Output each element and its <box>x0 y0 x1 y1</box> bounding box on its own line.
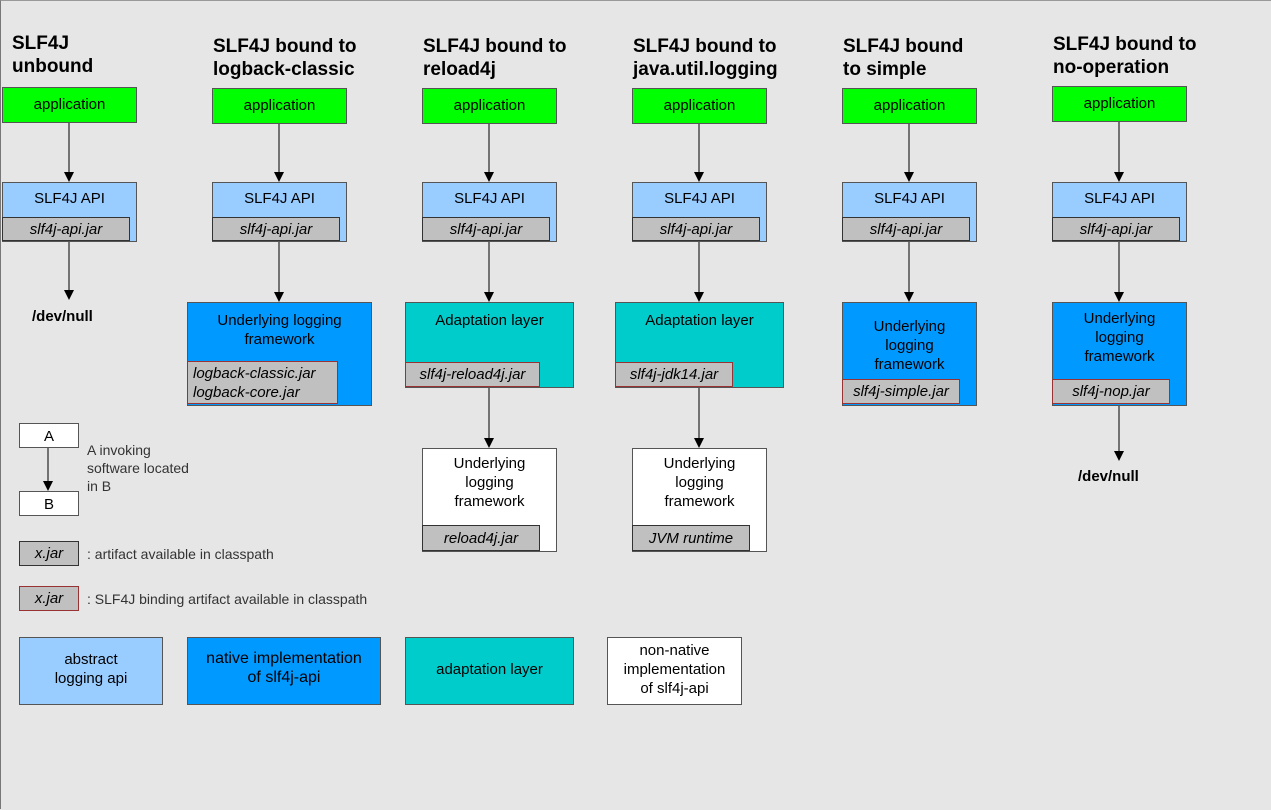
column-title-unbound: SLF4J unbound <box>12 33 94 77</box>
legend-binding-text: : SLF4J binding artifact available in cl… <box>87 591 368 607</box>
binding-jar-label: slf4j-jdk14.jar <box>615 362 733 387</box>
legend-nonnative-label: non-native implementation of slf4j-api <box>623 642 726 697</box>
framework-jar-label: reload4j.jar <box>422 525 540 551</box>
column-title-simple: SLF4J bound to simple <box>843 36 964 80</box>
legend-box-b: B <box>19 491 79 516</box>
slf4j-api-label: SLF4J API <box>454 190 525 207</box>
legend-box-a: A <box>19 423 79 448</box>
binding-jar-label: slf4j-nop.jar <box>1052 379 1170 404</box>
application-label: application <box>1083 95 1156 112</box>
adaptation-label: Adaptation layer <box>435 312 544 329</box>
application-box: application <box>842 88 977 124</box>
application-box: application <box>2 87 137 123</box>
application-box: application <box>632 88 767 124</box>
framework-label: Underlying logging framework <box>663 455 736 510</box>
slf4j-api-label: SLF4J API <box>34 190 105 207</box>
legend-abstract-api: abstract logging api <box>19 637 163 705</box>
api-jar-label: slf4j-api.jar <box>632 217 760 241</box>
api-jar-label: slf4j-api.jar <box>422 217 550 241</box>
binding-jar-label: slf4j-simple.jar <box>842 379 960 404</box>
legend-jar-text: : artifact available in classpath <box>87 546 274 562</box>
column-title-logback: SLF4J bound to logback-classic <box>213 36 357 80</box>
impl-label: Underlying logging framework <box>217 312 342 348</box>
legend-b-label: B <box>43 496 54 513</box>
dev-null-label: /dev/null <box>32 308 93 325</box>
application-label: application <box>873 97 946 114</box>
legend-jar-sample: x.jar <box>19 541 79 566</box>
slf4j-api-label: SLF4J API <box>664 190 735 207</box>
legend-abstract-label: abstract logging api <box>54 651 128 687</box>
binding-jar-label: slf4j-reload4j.jar <box>405 362 540 387</box>
column-title-jul: SLF4J bound to java.util.logging <box>633 36 778 80</box>
framework-jar-label: JVM runtime <box>632 525 750 551</box>
binding-jar-label: logback-classic.jar logback-core.jar <box>187 361 338 404</box>
api-jar-label: slf4j-api.jar <box>212 217 340 241</box>
legend-native-label: native implementation of slf4j-api <box>206 650 362 686</box>
api-jar-label: slf4j-api.jar <box>1052 217 1180 241</box>
legend-a-label: A <box>43 428 54 445</box>
slf4j-api-label: SLF4J API <box>874 190 945 207</box>
application-label: application <box>453 97 526 114</box>
legend-binding-sample: x.jar <box>19 586 79 611</box>
application-label: application <box>243 97 316 114</box>
impl-label: Underlying logging framework <box>1083 310 1156 365</box>
slf4j-api-label: SLF4J API <box>1084 190 1155 207</box>
impl-label: Underlying logging framework <box>873 318 946 373</box>
legend-invoke-text: A invoking software located in B <box>87 442 189 494</box>
legend-adaptation-label: adaptation layer <box>436 661 543 678</box>
application-label: application <box>663 97 736 114</box>
dev-null-label: /dev/null <box>1078 468 1139 485</box>
framework-label: Underlying logging framework <box>453 455 526 510</box>
application-box: application <box>1052 86 1187 122</box>
application-box: application <box>422 88 557 124</box>
column-title-reload4j: SLF4J bound to reload4j <box>423 36 567 80</box>
api-jar-label: slf4j-api.jar <box>2 217 130 241</box>
application-label: application <box>33 96 106 113</box>
api-jar-label: slf4j-api.jar <box>842 217 970 241</box>
slf4j-api-label: SLF4J API <box>244 190 315 207</box>
legend-native-impl: native implementation of slf4j-api <box>187 637 381 705</box>
adaptation-label: Adaptation layer <box>645 312 754 329</box>
legend-adaptation-layer: adaptation layer <box>405 637 574 705</box>
legend-non-native-impl: non-native implementation of slf4j-api <box>607 637 742 705</box>
column-title-nop: SLF4J bound to no-operation <box>1053 34 1197 78</box>
application-box: application <box>212 88 347 124</box>
